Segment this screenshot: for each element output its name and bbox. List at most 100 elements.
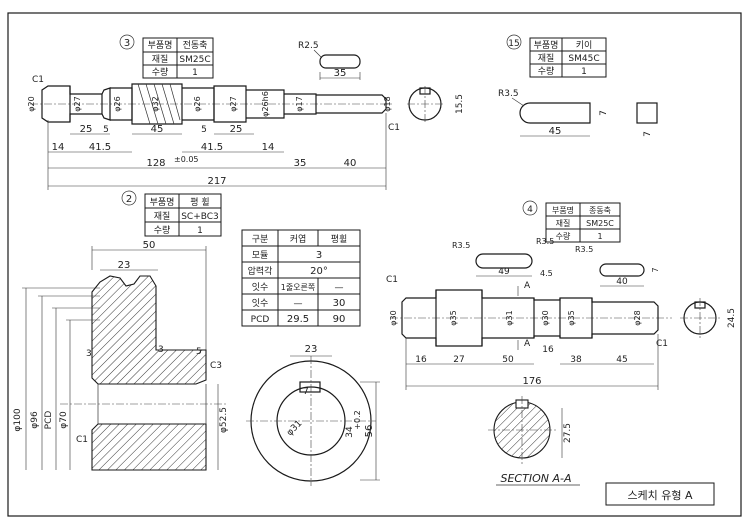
svg-text:φ28: φ28 (633, 310, 642, 325)
svg-text:C1: C1 (32, 75, 44, 85)
svg-text:φ31: φ31 (505, 310, 514, 325)
svg-text:φ30: φ30 (389, 310, 398, 325)
svg-text:잇수: 잇수 (252, 297, 269, 309)
svg-text:커엽: 커엽 (290, 234, 307, 245)
svg-text:평 휠: 평 휠 (190, 196, 209, 208)
svg-text:—: — (294, 299, 303, 309)
svg-text:56: 56 (364, 425, 375, 438)
svg-text:27: 27 (453, 355, 464, 365)
svg-text:50: 50 (502, 355, 514, 365)
svg-text:SM45C: SM45C (568, 54, 599, 64)
svg-text:C1: C1 (656, 339, 668, 349)
svg-text:수량: 수량 (152, 66, 169, 78)
svg-text:재질: 재질 (154, 210, 171, 222)
svg-text:SC+BC3: SC+BC3 (181, 212, 219, 222)
svg-text:C1: C1 (76, 435, 88, 445)
title-box-text: 스케치 유형 A (627, 489, 693, 502)
svg-text:—: — (335, 283, 344, 293)
svg-text:모듈: 모듈 (252, 250, 269, 261)
svg-text:φ35: φ35 (449, 310, 458, 325)
svg-text:41.5: 41.5 (89, 142, 111, 153)
svg-text:29.5: 29.5 (287, 314, 309, 325)
svg-text:25: 25 (230, 124, 243, 135)
svg-text:27.5: 27.5 (563, 423, 573, 443)
svg-text:구분: 구분 (252, 234, 269, 245)
svg-text:종동축: 종동축 (589, 206, 611, 215)
svg-text:C1: C1 (386, 275, 398, 285)
svg-text:R3.5: R3.5 (575, 245, 593, 254)
svg-text:38: 38 (570, 355, 582, 365)
svg-text:34: 34 (345, 426, 355, 438)
svg-text:평휠: 평휠 (331, 233, 348, 245)
svg-text:+0.2: +0.2 (353, 410, 362, 429)
svg-text:4.5: 4.5 (540, 269, 553, 278)
svg-text:23: 23 (305, 344, 318, 355)
svg-text:재질: 재질 (152, 53, 169, 65)
svg-text:3: 3 (316, 250, 322, 261)
svg-text:40: 40 (616, 277, 628, 287)
svg-text:수량: 수량 (154, 224, 171, 236)
svg-text:잇수: 잇수 (252, 281, 269, 293)
svg-text:35: 35 (334, 68, 347, 79)
svg-text:φ20: φ20 (27, 96, 36, 111)
svg-text:45: 45 (151, 124, 164, 135)
svg-text:7: 7 (599, 110, 609, 116)
svg-text:R3.5: R3.5 (536, 237, 554, 246)
svg-text:41.5: 41.5 (201, 142, 223, 153)
svg-text:176: 176 (522, 376, 541, 387)
svg-text:3: 3 (86, 349, 92, 359)
svg-text:14: 14 (52, 142, 65, 153)
svg-text:A: A (524, 281, 531, 291)
svg-text:90: 90 (333, 314, 346, 325)
drawing-border (7, 12, 742, 517)
svg-text:φ96: φ96 (30, 411, 40, 429)
svg-text:전동축: 전동축 (183, 40, 208, 51)
svg-text:25: 25 (80, 124, 93, 135)
svg-text:23: 23 (118, 260, 131, 271)
svg-text:30: 30 (333, 298, 346, 309)
svg-text:±0.05: ±0.05 (174, 155, 199, 164)
svg-text:50: 50 (143, 240, 156, 251)
svg-text:φ26h6: φ26h6 (261, 91, 270, 117)
svg-text:SM25C: SM25C (179, 55, 210, 65)
svg-text:φ35: φ35 (567, 310, 576, 325)
part3-spec-block: 부품명 전동축 재질 SM25C 수량 1 (142, 37, 214, 79)
gear-spec-table: 구분 커엽 평휠 모듈 3 압력각 20° 잇수 1줄오른쪽 — 잇수 — 30… (241, 229, 361, 327)
svg-text:부품명: 부품명 (552, 205, 574, 215)
part2-number: 2 (126, 194, 132, 205)
svg-text:A: A (524, 339, 531, 349)
svg-text:C1: C1 (388, 123, 400, 133)
part15-number: 15 (508, 39, 519, 49)
svg-text:1줄오른쪽: 1줄오른쪽 (281, 283, 316, 292)
svg-text:128: 128 (146, 158, 165, 169)
svg-text:φ18: φ18 (383, 96, 392, 111)
svg-text:1: 1 (581, 67, 587, 77)
part3-number: 3 (124, 38, 130, 49)
part3-shaft-drawing: 3 부품명 전동축 재질 SM25C 수량 1 35 R2.5 (27, 34, 465, 190)
svg-text:R3.5: R3.5 (452, 241, 470, 250)
svg-text:1: 1 (192, 68, 198, 78)
svg-text:부품명: 부품명 (534, 40, 559, 51)
svg-text:217: 217 (207, 176, 226, 187)
svg-text:35: 35 (294, 158, 307, 169)
svg-text:재질: 재질 (538, 52, 555, 64)
part2-wheel-drawing: 2 부품명 평 휠 재질 SC+BC3 수량 1 50 23 φ100 φ96 … (13, 190, 380, 486)
svg-text:φ26: φ26 (193, 96, 202, 111)
svg-text:5: 5 (196, 347, 202, 357)
svg-text:부품명: 부품명 (148, 40, 173, 51)
svg-text:φ70: φ70 (59, 411, 69, 429)
svg-text:φ27: φ27 (229, 96, 238, 111)
svg-text:5: 5 (103, 125, 109, 135)
svg-text:φ32: φ32 (151, 96, 160, 111)
svg-text:16: 16 (415, 355, 427, 365)
section-aa-label: SECTION A-A (501, 472, 572, 485)
svg-text:키이: 키이 (576, 40, 593, 51)
svg-text:재질: 재질 (556, 219, 571, 228)
svg-text:R3.5: R3.5 (498, 89, 519, 99)
svg-text:5: 5 (201, 125, 207, 135)
svg-text:φ31: φ31 (285, 419, 304, 438)
svg-text:C3: C3 (210, 361, 222, 371)
svg-text:45: 45 (616, 355, 627, 365)
svg-text:40: 40 (344, 158, 357, 169)
